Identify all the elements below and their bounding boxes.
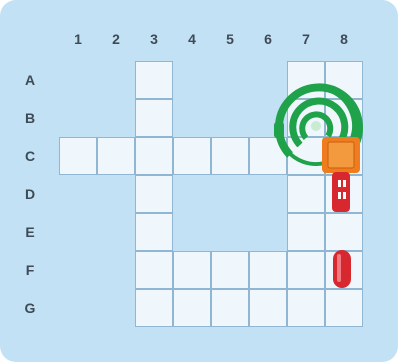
orange-box-piece[interactable] xyxy=(322,137,360,173)
red-capsule-piece[interactable] xyxy=(333,250,351,288)
red-ladder-piece[interactable] xyxy=(332,172,350,212)
